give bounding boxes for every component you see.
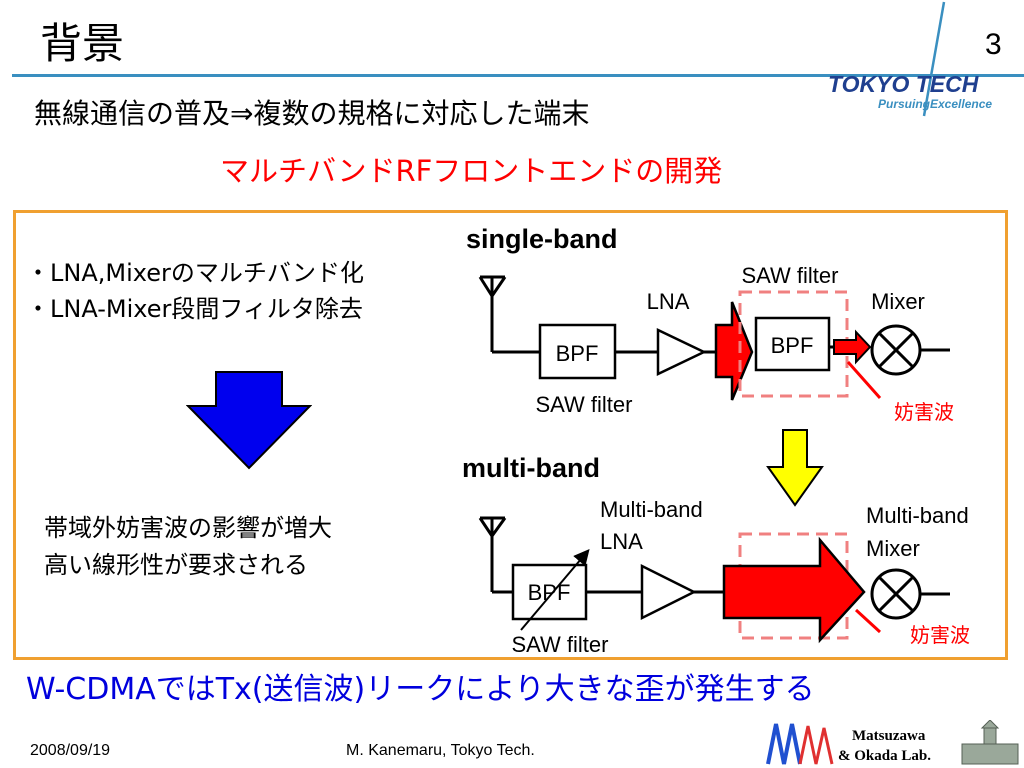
single-signal-arrow xyxy=(714,301,754,401)
multi-interference-pointer xyxy=(854,608,882,634)
lab-logo-wave-icon xyxy=(798,725,834,765)
multi-lna-label-1: Multi-band xyxy=(600,497,703,522)
multi-mixer-label-1: Multi-band xyxy=(866,503,969,528)
single-band-label: single-band xyxy=(466,224,618,254)
bullet-filter-removal: ・LNA-Mixer段間フィルタ除去 xyxy=(26,295,363,323)
single-bpf2-label: BPF xyxy=(771,333,814,358)
single-mixer-label: Mixer xyxy=(871,289,925,314)
multi-bpf-box xyxy=(511,563,588,621)
footer-date: 2008/09/19 xyxy=(30,742,111,759)
single-interference-label: 妨害波 xyxy=(894,400,954,424)
multi-bpf-caption: SAW filter xyxy=(512,632,609,657)
lab-name-line-2: & Okada Lab. xyxy=(838,748,931,764)
bullet-multiband: ・LNA,Mixerのマルチバンド化 xyxy=(26,259,365,287)
antenna-icon xyxy=(478,275,507,352)
antenna-icon xyxy=(478,516,507,592)
multi-mixer-icon xyxy=(870,568,922,620)
highlight-goal: マルチバンドRFフロントエンドの開発 xyxy=(220,154,723,188)
conclusion-text: W-CDMAではTx(送信波)リークにより大きな歪が発生する xyxy=(26,672,815,707)
page-title: 背景 xyxy=(40,19,125,68)
logo-main-text: TOKYO TECH xyxy=(828,71,979,97)
multi-band-label: multi-band xyxy=(462,453,600,483)
single-small-signal-arrow xyxy=(833,329,872,365)
single-bpf2-caption: SAW filter xyxy=(742,263,839,288)
logo-tagline: PursuingExcellence xyxy=(878,97,992,111)
tokyo-tech-logo: TOKYO TECH PursuingExcellence xyxy=(828,1,992,117)
multi-bpf-label: BPF xyxy=(528,580,571,605)
single-bpf2-box xyxy=(754,316,831,372)
effect-line-1: 帯域外妨害波の影響が増大 xyxy=(44,514,332,542)
single-bpf1-box xyxy=(538,323,617,380)
page-number: 3 xyxy=(985,28,1002,61)
content-frame xyxy=(13,210,1008,660)
footer-author: M. Kanemaru, Tokyo Tech. xyxy=(346,742,535,759)
header-divider xyxy=(12,74,1024,77)
single-lna-label: LNA xyxy=(647,289,690,314)
single-interference-pointer xyxy=(846,361,882,399)
multi-lna-label-2: LNA xyxy=(600,529,643,554)
multi-interference-label: 妨害波 xyxy=(910,623,970,647)
lab-logo-wave-icon xyxy=(766,723,802,765)
lab-logo: Matsuzawa & Okada Lab. xyxy=(766,720,1019,765)
multi-lna-amplifier-icon xyxy=(640,563,697,621)
single-mixer-icon xyxy=(870,324,922,376)
single-bpf1-caption: SAW filter xyxy=(536,392,633,417)
single-bpf1-label: BPF xyxy=(556,341,599,366)
effect-line-2: 高い線形性が要求される xyxy=(44,551,308,579)
multi-signal-arrow xyxy=(722,536,866,644)
multi-mixer-label-2: Mixer xyxy=(866,536,920,561)
lab-name-line-1: Matsuzawa xyxy=(852,728,926,744)
single-lna-amplifier-icon xyxy=(656,328,707,376)
logo-slash xyxy=(922,1,946,117)
yellow-down-arrow xyxy=(766,429,824,507)
down-arrow xyxy=(186,371,312,470)
tunable-arrow-icon xyxy=(520,548,590,631)
building-icon xyxy=(961,720,1019,765)
subtitle: 無線通信の普及⇒複数の規格に対応した端末 xyxy=(34,97,590,130)
